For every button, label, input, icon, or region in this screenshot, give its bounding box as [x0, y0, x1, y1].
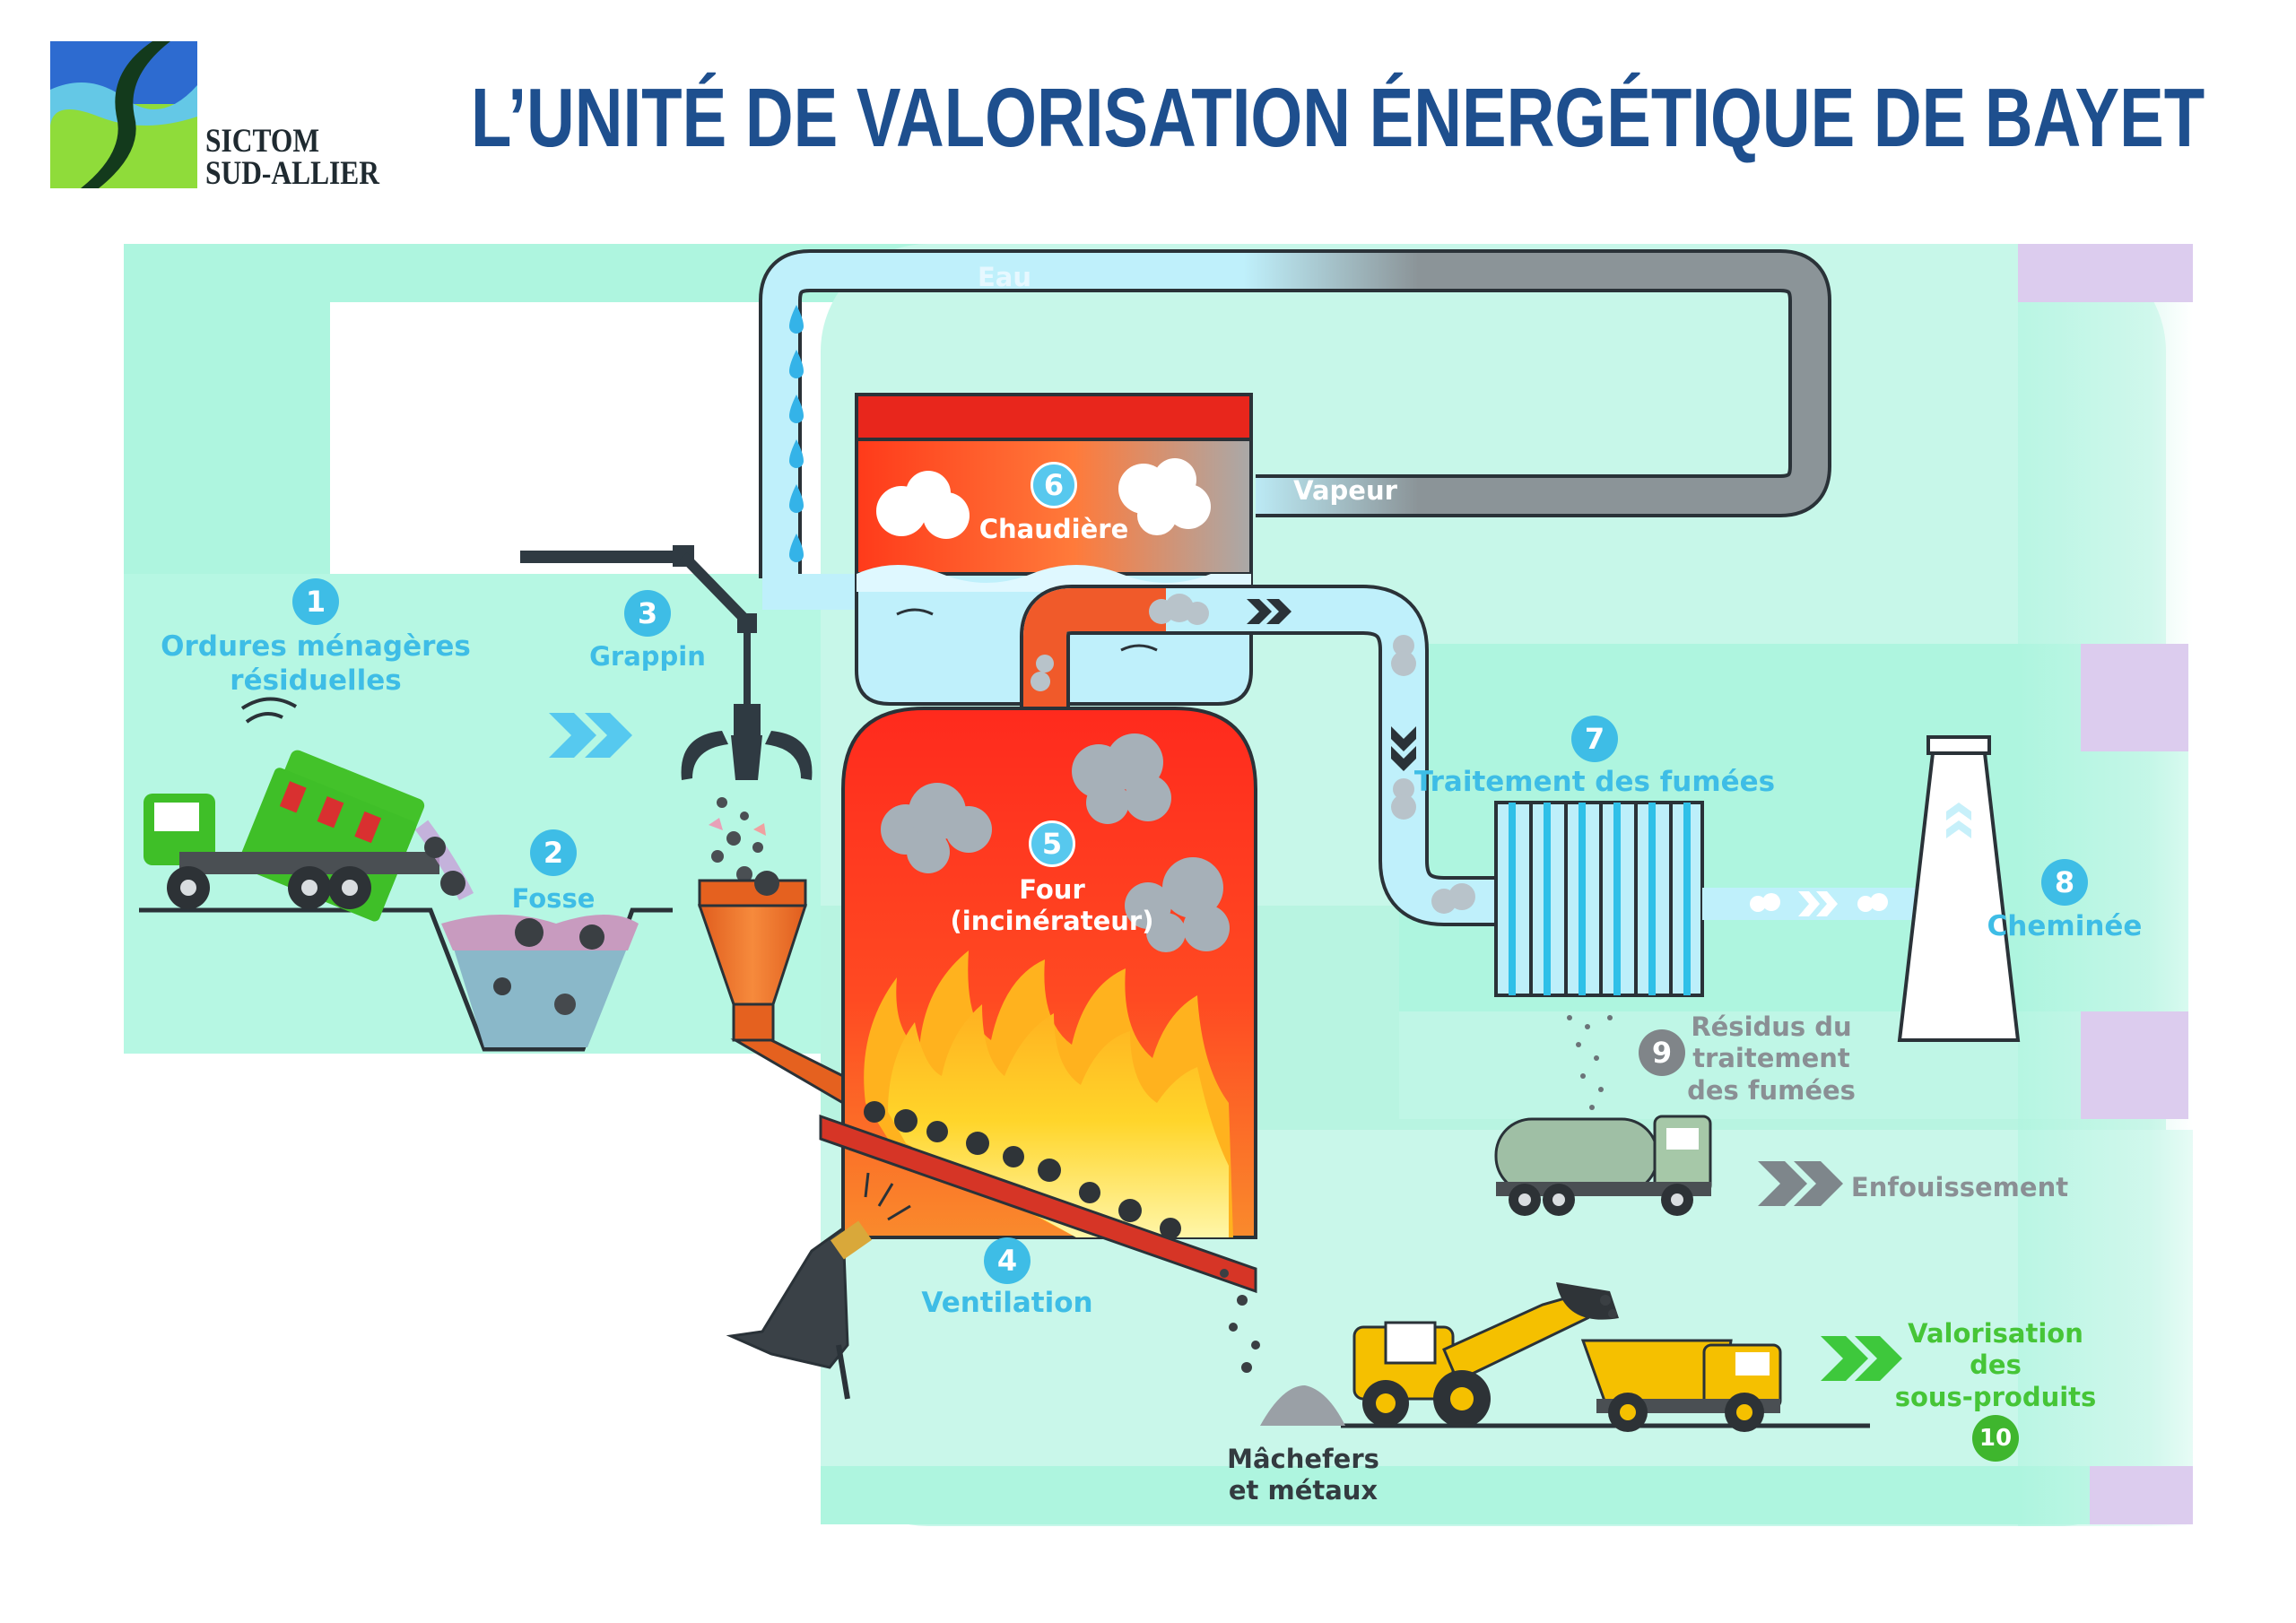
brand-line-1: SICTOM: [205, 123, 320, 160]
pipe-label-water: Eau: [977, 262, 1032, 292]
step-10-label: Valorisation des sous-produits: [1894, 1318, 2097, 1412]
pipe-label-steam: Vapeur: [1293, 475, 1397, 506]
step-5-label: Four (incinérateur): [950, 874, 1154, 937]
bottom-ash-label: Mâchefers et métaux: [1227, 1444, 1379, 1506]
step-10-number: 10: [1972, 1415, 2019, 1462]
ash-pile-icon: [1260, 1385, 1345, 1426]
tanker-truck-icon: [1494, 1115, 1712, 1216]
valorisation-chevron-icon: [1821, 1336, 1902, 1381]
step-8-label: Cheminée: [1987, 910, 2143, 942]
step-6-number: 6: [1031, 462, 1077, 508]
filter-icon: [1494, 801, 1926, 1124]
brand-name: SICTOM SUD-ALLIER: [205, 123, 379, 192]
step-8-number: 8: [2041, 859, 2088, 906]
landfill-chevron-icon: [1758, 1161, 1843, 1206]
chevron-right-icon: [549, 713, 632, 758]
step-7-number: 7: [1571, 716, 1618, 762]
step-6-label: Chaudière: [978, 514, 1129, 544]
smoke-icon: [1031, 594, 1475, 914]
pit-waste: [441, 915, 639, 1047]
dump-truck-icon: [1580, 1339, 1782, 1432]
brand-line-2: SUD-ALLIER: [205, 155, 379, 192]
furnace-icon: [819, 707, 1260, 1373]
step-4-label: Ventilation: [921, 1287, 1093, 1319]
landfill-label: Enfouissement: [1850, 1172, 2069, 1202]
boiler-icon: [855, 393, 1253, 706]
step-2-label: Fosse: [511, 883, 596, 914]
step-3-number: 3: [624, 590, 671, 637]
logo-icon: [50, 41, 197, 188]
step-5-number: 5: [1029, 820, 1075, 867]
claw-grapple-icon: [520, 545, 813, 882]
step-7-label: Traitement des fumées: [1413, 766, 1776, 798]
loader-icon: [1352, 1282, 1619, 1428]
step-1-label: Ordures ménagères résiduelles: [161, 630, 471, 697]
flue-duct: [1020, 585, 1507, 926]
garbage-truck-icon: [144, 697, 474, 922]
hopper-icon: [697, 871, 854, 1106]
step-2-number: 2: [530, 829, 577, 876]
step-4-number: 4: [984, 1237, 1031, 1284]
page-title: L’UNITÉ DE VALORISATION ÉNERGÉTIQUE DE B…: [471, 71, 2205, 164]
step-9-number: 9: [1639, 1029, 1685, 1076]
fan-icon: [726, 1172, 911, 1400]
step-1-number: 1: [292, 578, 339, 625]
chimney-icon: [1897, 735, 2021, 1042]
step-3-label: Grappin: [589, 641, 706, 672]
step-9-label: Résidus du traitement des fumées: [1687, 1011, 1856, 1106]
